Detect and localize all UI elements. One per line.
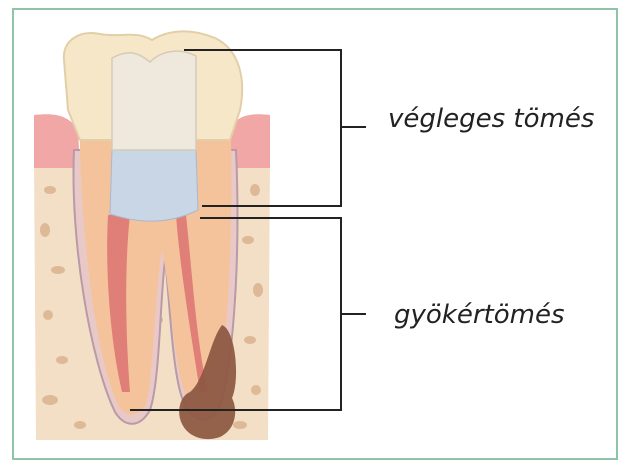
base-filling — [110, 150, 198, 221]
final-filling-label: végleges tömés — [388, 104, 594, 134]
root-filling-label: gyökértömés — [394, 300, 565, 330]
crown-filling — [112, 51, 196, 150]
